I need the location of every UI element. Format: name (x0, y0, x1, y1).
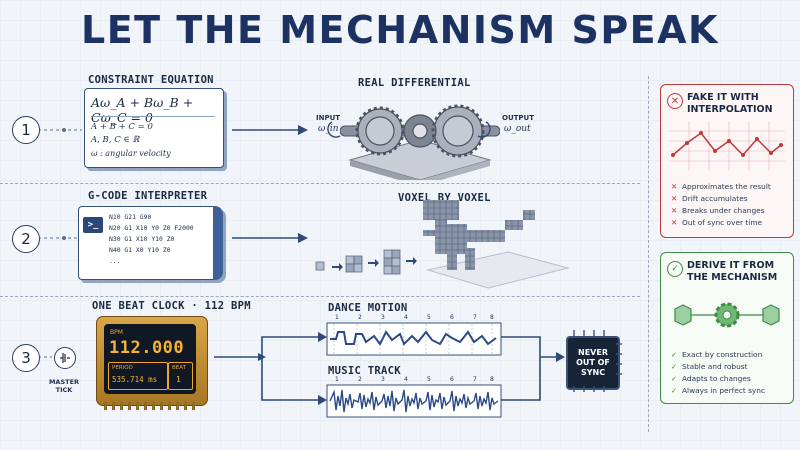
beat-marker: 7 (473, 314, 477, 321)
fake-interpolation-panel: ✕ FAKE IT WITH INTERPOLATION ✕Approximat… (660, 84, 794, 238)
beat-marker: 6 (450, 314, 454, 321)
bpm-label: BPM (110, 329, 123, 336)
master-tick-label: MASTER TICK (48, 378, 80, 394)
beat-marker: 8 (490, 376, 494, 383)
beat-marker: 6 (450, 376, 454, 383)
dance-motion-label: DANCE MOTION (328, 302, 408, 314)
beat-marker: 1 (335, 376, 339, 383)
beat-marker: 7 (473, 376, 477, 383)
derive-item: ✓Exact by construction (671, 350, 763, 359)
period-box: PERIOD 535.714 ms (108, 362, 168, 390)
voxel-dinosaur-illustration (315, 200, 570, 289)
row-divider (0, 296, 640, 297)
music-track-waveform (326, 384, 502, 418)
fake-item: ✕Out of sync over time (671, 218, 763, 227)
derive-item: ✓Always in perfect sync (671, 386, 766, 395)
derive-item: ✓Adapts to changes (671, 374, 751, 383)
gcode-line: N30 G1 X10 Y10 Z0 (109, 235, 175, 243)
equation-main: Aω_A + Bω_B + Cω_C = 0 (91, 95, 194, 125)
music-track-label: MUSIC TRACK (328, 365, 401, 377)
fake-item: ✕Breaks under changes (671, 206, 765, 215)
output-symbol: ω_out (504, 124, 531, 134)
master-tick-icon (54, 347, 76, 369)
period-label: PERIOD (112, 365, 133, 371)
input-label: INPUT (316, 114, 341, 122)
music-beat-markers: 1 2 3 4 5 6 7 8 (330, 376, 500, 384)
gcode-listing: N10 G21 G90 N20 G1 X10 Y0 Z0 F2000 N30 G… (109, 212, 194, 267)
bpm-value: 112.000 (109, 338, 185, 358)
fake-item: ✕Drift accumulates (671, 194, 748, 203)
constraint-equation-label: CONSTRAINT EQUATION (88, 74, 214, 86)
period-value: 535.714 ms (112, 375, 158, 384)
differential-gear-illustration (340, 104, 500, 180)
real-differential-label: REAL DIFFERENTIAL (358, 77, 471, 89)
row-divider (0, 183, 640, 184)
rotation-arrows (327, 121, 491, 138)
fake-panel-title: FAKE IT WITH INTERPOLATION (687, 92, 773, 115)
gcode-line: N20 G1 X10 Y0 Z0 F2000 (109, 224, 194, 232)
beat-value: 1 (176, 375, 181, 384)
beat-marker: 1 (335, 314, 339, 321)
dance-beat-markers: 1 2 3 4 5 6 7 8 (330, 314, 500, 322)
voxel-by-voxel-label: VOXEL BY VOXEL (398, 192, 491, 204)
beat-box: BEAT 1 (168, 362, 193, 390)
beat-marker: 3 (381, 376, 385, 383)
beat-clock-label: ONE BEAT CLOCK · 112 BPM (92, 300, 251, 312)
gcode-terminal-card: >_ N10 G21 G90 N20 G1 X10 Y0 Z0 F2000 N3… (78, 206, 223, 280)
constraint-equation-card: Aω_A + Bω_B + Cω_C = 0 A + B + C = 0 A, … (84, 88, 224, 168)
gear-chain-icon (674, 302, 780, 328)
fake-panel-list: ✕Approximates the result ✕Drift accumula… (671, 181, 771, 229)
beat-marker: 4 (404, 376, 408, 383)
equation-rule (91, 116, 215, 117)
clock-screen: BPM 112.000 PERIOD 535.714 ms BEAT 1 (104, 324, 196, 394)
fake-item: ✕Approximates the result (671, 182, 771, 191)
beat-label: BEAT (172, 365, 186, 371)
beat-marker: 3 (381, 314, 385, 321)
step-number-2: 2 (12, 225, 40, 253)
equation-line-1: A + B + C = 0 (91, 122, 153, 132)
beat-marker: 2 (358, 376, 362, 383)
derive-panel-list: ✓Exact by construction ✓Stable and robus… (671, 349, 765, 397)
device-pins (104, 402, 195, 410)
chip-pins (573, 330, 622, 392)
page-title: LET THE MECHANISM SPEAK (81, 8, 719, 52)
column-divider (648, 76, 649, 432)
sync-chip-text: NEVER OUT OF SYNC (576, 348, 610, 377)
equation-line-2: A, B, C ∈ ℝ (91, 135, 140, 145)
beat-marker: 5 (427, 376, 431, 383)
dance-motion-waveform (326, 322, 502, 356)
gcode-interpreter-label: G-CODE INTERPRETER (88, 190, 208, 202)
sync-chip: NEVER OUT OF SYNC (566, 336, 620, 390)
derive-item: ✓Stable and robust (671, 362, 748, 371)
derive-panel-title: DERIVE IT FROM THE MECHANISM (687, 260, 778, 283)
beat-clock-device: BPM 112.000 PERIOD 535.714 ms BEAT 1 (96, 316, 208, 406)
jagged-curve-icon (669, 121, 785, 171)
gcode-line: N40 G1 X0 Y10 Z0 (109, 246, 171, 254)
output-label: OUTPUT (502, 114, 534, 122)
check-circle-icon: ✓ (667, 261, 683, 277)
gcode-line: N10 G21 G90 (109, 213, 152, 221)
step-number-1: 1 (12, 116, 40, 144)
beat-marker: 4 (404, 314, 408, 321)
beat-marker: 5 (427, 314, 431, 321)
equation-line-3: ω : angular velocity (91, 149, 171, 158)
terminal-icon: >_ (83, 217, 103, 233)
derive-mechanism-panel: ✓ DERIVE IT FROM THE MECHANISM ✓Exact by… (660, 252, 794, 404)
beat-marker: 2 (358, 314, 362, 321)
step-number-3: 3 (12, 344, 40, 372)
x-circle-icon: ✕ (667, 93, 683, 109)
beat-marker: 8 (490, 314, 494, 321)
gcode-line: ... (109, 257, 121, 265)
